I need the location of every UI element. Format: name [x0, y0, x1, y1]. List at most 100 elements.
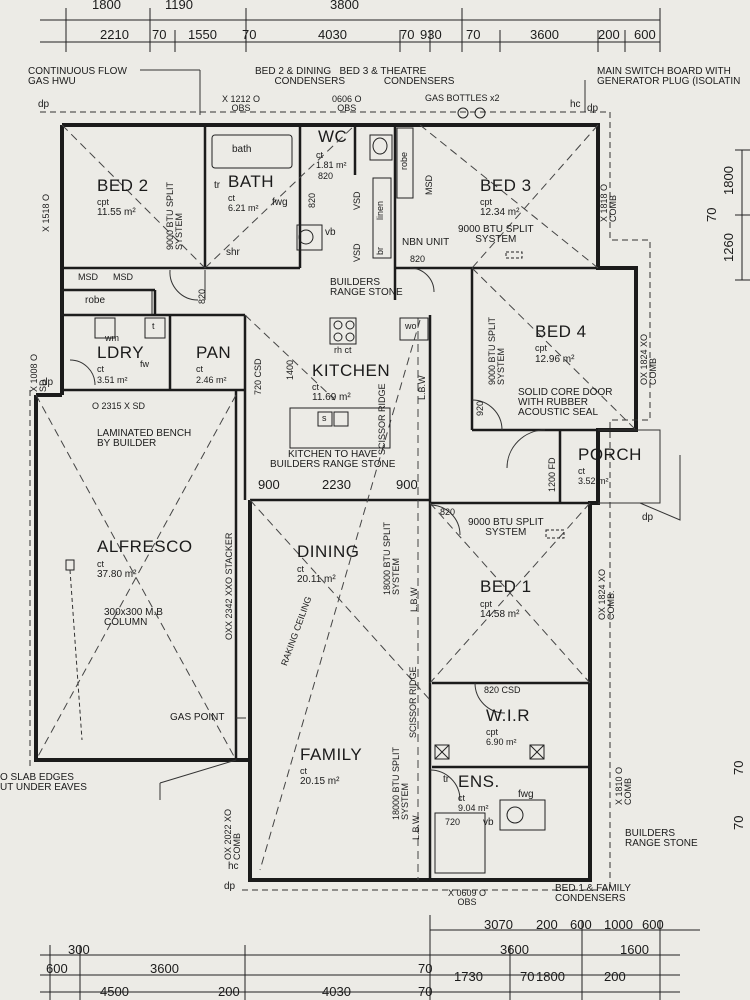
stacker-door: OXX 2342 XXO STACKER — [224, 532, 234, 640]
dim-top-row2-7: 70 — [466, 27, 481, 42]
bath-vb: vb — [325, 227, 336, 238]
lbw-1: L.B.W — [417, 375, 427, 400]
bath-shr: shr — [226, 247, 240, 258]
external-walls — [34, 123, 638, 882]
dim-bot-row3-6: 200 — [604, 969, 626, 984]
split-bed4: 9000 BTU SPLIT SYSTEM — [487, 316, 506, 385]
dim-right-0: 1800 — [721, 166, 736, 195]
room-pan-name: PAN — [196, 343, 232, 362]
split-bed2: 9000 BTU SPLIT SYSTEM — [165, 181, 184, 250]
ens-vb: vb — [483, 817, 494, 828]
dim-bot-row3-0: 600 — [46, 961, 68, 976]
room-family-floor: ct — [300, 766, 308, 776]
kitchen-note: KITCHEN TO HAVE BUILDERS RANGE STONE — [270, 449, 396, 470]
dim-top-row1-2: 3800 — [330, 0, 359, 12]
room-wc-floor: ct — [316, 150, 324, 160]
dim-top-row2-0: 2210 — [100, 27, 129, 42]
room-bed3-area: 12.34 m² — [480, 207, 520, 218]
room-bed1-floor: cpt — [480, 599, 493, 609]
bath-fixture: bath — [232, 144, 252, 155]
room-kitchen-floor: ct — [312, 382, 320, 392]
dim-bot-row1-0: 3070 — [484, 917, 513, 932]
room-wc-area: 1.81 m² — [316, 160, 347, 170]
alfresco-details — [69, 69, 681, 800]
room-bed2-area: 11.55 m² — [97, 207, 136, 218]
dim-top-row1-1: 1190 — [165, 0, 193, 12]
room-ens-area: 9.04 m² — [458, 803, 489, 813]
br: br — [375, 246, 385, 255]
room-porch-floor: ct — [578, 466, 586, 476]
door-ens-720: 720 — [445, 817, 461, 827]
dim-top-row2-4: 4030 — [318, 27, 347, 42]
room-bed1-area: 14.58 m² — [480, 609, 520, 620]
obs-1: X 1212 O OBS — [222, 94, 261, 113]
condensers-bottom: BED 1 & FAMILY CONDENSERS — [555, 883, 631, 904]
room-pan-area: 2.46 m² — [196, 375, 227, 385]
linen: linen — [375, 200, 385, 220]
dp-5: dp — [642, 512, 654, 523]
msd-2: MSD — [113, 272, 133, 282]
dim-bot-row1-1: 200 — [536, 917, 558, 932]
door-pan-720csd: 720 CSD — [253, 358, 263, 395]
dim-top-row2-10: 600 — [634, 27, 656, 42]
dim-bot-row4-1: 200 — [218, 984, 240, 999]
dim-right-2: 1260 — [721, 233, 736, 262]
column-note: 300x300 M.B COLUMN — [104, 607, 163, 628]
ens-fwg: fwg — [518, 789, 534, 800]
window-bed4: OX 1824 XO COMB — [639, 333, 658, 385]
roof-lines — [35, 124, 637, 880]
room-bed1-name: BED 1 — [480, 577, 532, 596]
fixtures — [61, 107, 565, 874]
room-ens-floor: ct — [458, 793, 466, 803]
note-hwu: CONTINUOUS FLOW GAS HWU — [28, 66, 127, 87]
right-dimension-lines — [735, 149, 750, 281]
door-swings — [69, 267, 546, 801]
lbw-2: L.B.W — [409, 587, 419, 612]
vsd-2: VSD — [352, 243, 362, 262]
builders-stone-ens: BUILDERS RANGE STONE — [625, 828, 698, 849]
room-wir-area: 6.90 m² — [486, 737, 517, 747]
dp-4: dp — [224, 881, 236, 892]
room-ldry-floor: ct — [97, 364, 105, 374]
dim-top-row1-0: 1800 — [92, 0, 121, 12]
solid-core-door: SOLID CORE DOOR WITH RUBBER ACOUSTIC SEA… — [518, 387, 613, 418]
split-bed1: 9000 BTU SPLIT SYSTEM — [468, 517, 544, 538]
eave-outline — [29, 111, 651, 891]
room-bed4-name: BED 4 — [535, 322, 587, 341]
dim-bot-row1-2: 600 — [570, 917, 592, 932]
dim-bot-row2-2: 1600 — [620, 942, 649, 957]
dim-top-row2-5: 70 — [400, 27, 415, 42]
room-wc-name: WC — [318, 127, 348, 146]
room-family-area: 20.15 m² — [300, 776, 340, 787]
obs-2: 0606 O OBS — [332, 94, 362, 113]
door-bed1-820: 820 — [440, 507, 456, 517]
kitchen-wo: wo — [405, 321, 417, 331]
ldry-t: t — [152, 321, 155, 331]
dim-top-row2-9: 200 — [598, 27, 620, 42]
room-wir-floor: cpt — [486, 727, 499, 737]
room-porch-name: PORCH — [578, 445, 642, 464]
window-bed2: X 1518 O — [41, 193, 51, 232]
door-bed3-820: 820 — [410, 254, 426, 264]
door-bed2-820: 820 — [197, 288, 207, 304]
kitchen-sink: s — [322, 413, 327, 423]
room-family-name: FAMILY — [300, 745, 363, 764]
note-condensers-top: BED 2 & DINING BED 3 & THEATRE CONDENSER… — [255, 66, 455, 87]
dim-bot-row1-4: 600 — [642, 917, 664, 932]
room-kitchen-area: 11.69 m² — [312, 392, 351, 403]
dp-1: dp — [38, 99, 50, 110]
split-18000-family: 18000 BTU SPLIT SYSTEM — [391, 746, 410, 820]
window-family: OX 2022 XO COMB — [223, 808, 242, 860]
room-bed3-floor: cpt — [480, 197, 493, 207]
bottom-dimension-lines — [40, 915, 700, 1000]
room-pan-floor: ct — [196, 364, 204, 374]
dim-bot-row4-3: 70 — [418, 984, 433, 999]
dim-right-3: 70 — [731, 760, 746, 775]
note-gas-bottles: GAS BOTTLES x2 — [425, 93, 500, 103]
dim-bot-row3-3: 1730 — [454, 969, 483, 984]
room-ldry-area: 3.51 m² — [97, 375, 128, 385]
slab-note: O SLAB EDGES UT UNDER EAVES — [0, 772, 87, 793]
room-alfresco-name: ALFRESCO — [97, 537, 193, 556]
bath-tr: tr — [214, 180, 221, 191]
